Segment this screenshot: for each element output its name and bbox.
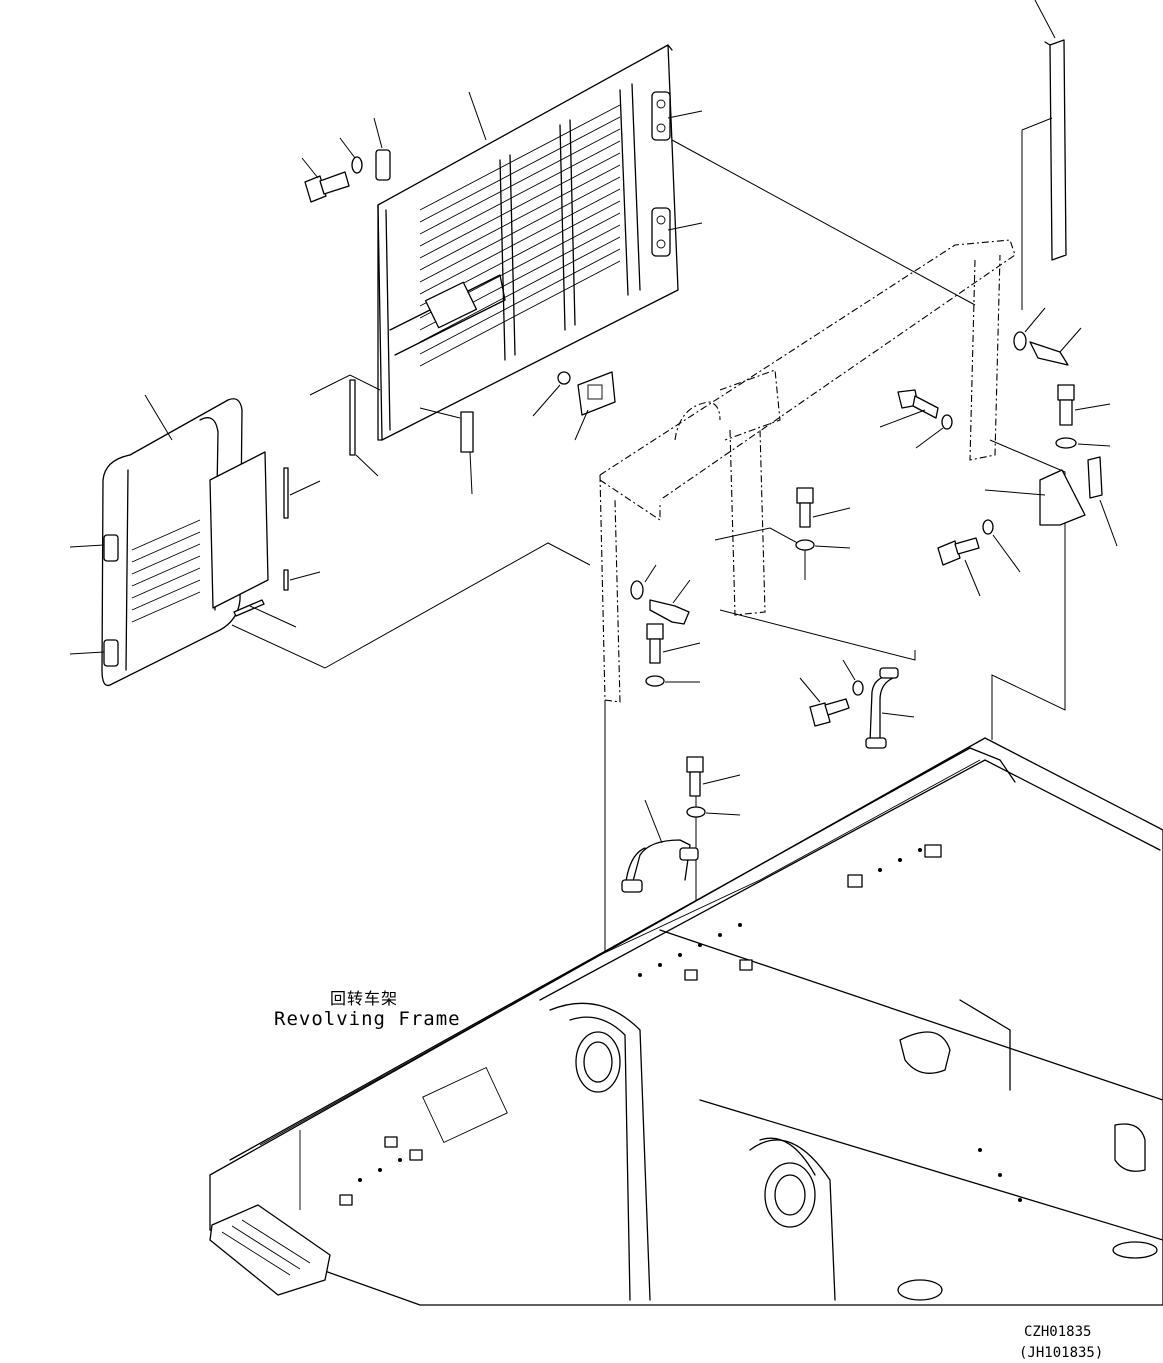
reference-code: (JH101835): [1019, 1345, 1104, 1361]
revolving-frame: [209, 737, 1163, 1306]
seal-strip-4: [233, 599, 265, 617]
bolt-washer-set-center: [630, 487, 851, 687]
seal-block-1: [460, 411, 474, 453]
seal-strip-2: [283, 467, 289, 519]
louvered-door: [69, 394, 269, 687]
bolt-washer-clip-set-upper: [301, 91, 487, 203]
frame-label-english: Revolving Frame: [274, 1008, 461, 1030]
seal-strip-3: [283, 569, 289, 591]
bolt-washer-set-right: [879, 307, 1118, 597]
grab-handle-2: [621, 756, 741, 893]
louvered-side-panel: [377, 44, 679, 441]
illustration-code: CZH01835: [1024, 1324, 1092, 1340]
frame-label-chinese: 回转车架: [330, 989, 399, 1008]
vertical-trim-bar: [1021, 0, 1067, 310]
grab-handle-1: [799, 659, 915, 749]
seal-strip-1: [349, 379, 356, 456]
panel-latch: [532, 371, 616, 441]
support-frame: [599, 239, 1016, 703]
